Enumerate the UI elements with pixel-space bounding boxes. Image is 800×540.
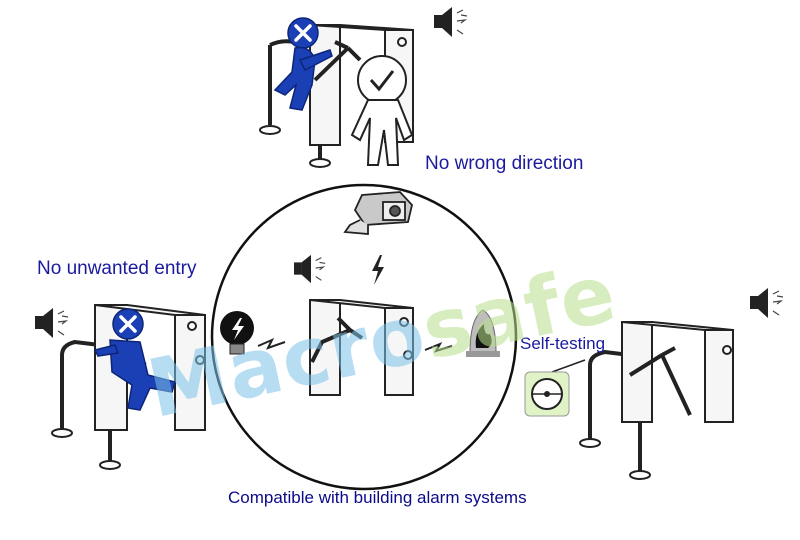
cross-icon-left: [119, 315, 137, 333]
speaker-icon: [433, 6, 468, 38]
fire-alarm-icon: [466, 309, 500, 357]
spark-left: [257, 338, 286, 350]
allowed-person-top: [350, 55, 414, 166]
bulb-icon: [220, 311, 254, 355]
label-self-testing: Self-testing: [520, 334, 606, 353]
speaker-icon-left: [34, 307, 69, 339]
camera-icon: [343, 191, 413, 235]
label-compatible-alarm: Compatible with building alarm systems: [228, 488, 527, 507]
speaker-icon-center: [293, 254, 326, 284]
turnstile-right: [579, 321, 734, 480]
sensor-icon: [524, 359, 586, 417]
speaker-icon-right: [749, 287, 784, 319]
lightning-icon: [372, 255, 384, 285]
center-circle: [210, 183, 518, 491]
cross-icon: [294, 24, 312, 42]
turnstile-center: [309, 299, 414, 396]
label-no-unwanted-entry: No unwanted entry: [37, 258, 197, 279]
spark-right: [424, 342, 453, 353]
check-icon: [369, 70, 395, 92]
label-no-wrong-direction: No wrong direction: [425, 153, 584, 174]
